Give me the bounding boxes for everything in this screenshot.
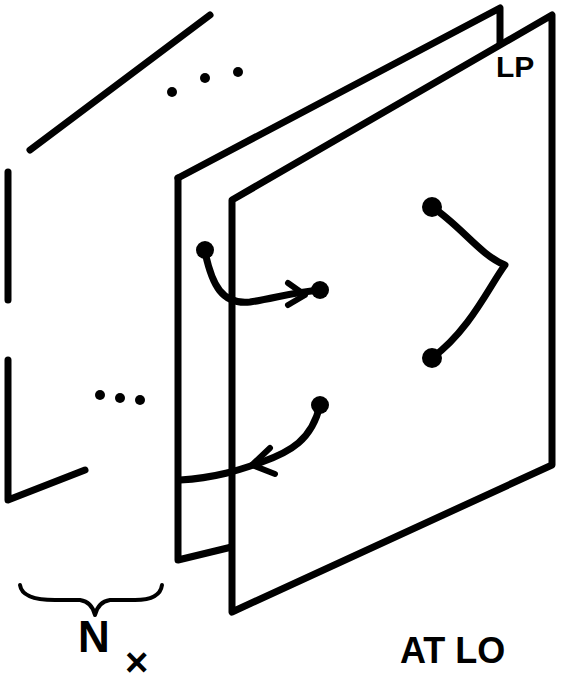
ellipsis-dot	[95, 390, 105, 400]
string-end	[311, 396, 329, 414]
stack-count: N	[78, 612, 110, 662]
plane-outline	[232, 5, 562, 621]
times-sign: ×	[125, 640, 148, 685]
string-end	[422, 348, 442, 368]
ellipsis-dot	[167, 87, 177, 97]
arrowhead	[252, 448, 275, 474]
plane-edge	[30, 15, 210, 150]
ellipsis-dot	[233, 67, 243, 77]
note-text: AT LO	[400, 630, 505, 672]
arrowhead	[288, 283, 305, 305]
brane-plane: LP	[232, 5, 558, 617]
brace	[20, 585, 162, 615]
plane-edge	[8, 360, 85, 500]
ellipsis-dot	[200, 73, 210, 83]
plane-shape	[232, 15, 552, 612]
open-string	[180, 405, 320, 480]
open-string	[432, 207, 505, 358]
string-end	[311, 281, 329, 299]
plane-edge	[5, 172, 12, 300]
string-end	[422, 197, 442, 217]
plane-label: LP	[496, 50, 558, 84]
string-end	[196, 241, 214, 259]
ellipsis-dot	[135, 395, 145, 405]
ellipsis-dot	[115, 393, 125, 403]
